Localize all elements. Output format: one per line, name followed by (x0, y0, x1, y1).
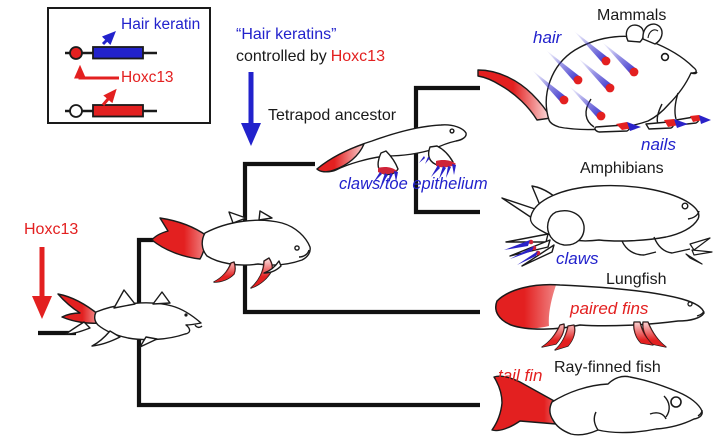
clade-mammals-label: Mammals (597, 7, 667, 24)
tetrapod-ancestor-label: Tetrapod ancestor (268, 107, 397, 124)
trait-hair-label: hair (533, 28, 562, 47)
trait-nails-label: nails (641, 135, 676, 154)
ray-finned-fish-drawing (491, 375, 703, 436)
mouse-body (545, 35, 697, 131)
mouse-hairs (532, 31, 639, 121)
clade-lungfish-label: Lungfish (606, 271, 667, 288)
frog-drawing (501, 184, 713, 267)
root-fish-drawing (57, 289, 203, 348)
hoxc13-gene-text: Hoxc13 (330, 48, 385, 65)
trait-paired-fins-label: paired fins (570, 299, 649, 318)
lungfish-drawing (495, 283, 705, 351)
hair-keratin-gene-box (92, 46, 144, 60)
trait-tail-fin-label: tail fin (498, 366, 543, 385)
root-hoxc13-label: Hoxc13 (24, 221, 79, 238)
tetrapod-ancestor-drawing (316, 124, 467, 185)
promoter-bound-icon (69, 46, 83, 60)
controlled-by-text: controlled by (236, 48, 327, 65)
hair-keratin-pointer-arrow (101, 31, 116, 46)
hoxc13-pointer-arrow (101, 88, 117, 106)
promoter-unbound-icon (69, 104, 83, 118)
legend-hoxc13-label: Hoxc13 (121, 69, 174, 86)
hair-keratins-quote-label: “Hair keratins” (236, 26, 337, 43)
mouse-tail (477, 69, 552, 121)
claws-toe-epithelium-label: claws/toe epithelium (339, 175, 488, 193)
trait-claws-label: claws (556, 249, 599, 268)
coelacanth-drawing (151, 210, 311, 289)
lungfish-paired-fins (541, 321, 667, 351)
legend-hair-keratin-label: Hair keratin (121, 16, 201, 33)
clade-amphibians-label: Amphibians (580, 160, 664, 177)
rayfin-body (549, 375, 703, 436)
legend-box (47, 7, 211, 124)
frog-claws (504, 239, 541, 265)
hoxc13-gene-box (92, 104, 144, 118)
mouse-drawing (477, 23, 711, 133)
mouse-nails (616, 115, 711, 131)
clade-ray-finned-fish-label: Ray-finned fish (554, 359, 661, 376)
hoxc13-binding-arrow (74, 64, 119, 80)
